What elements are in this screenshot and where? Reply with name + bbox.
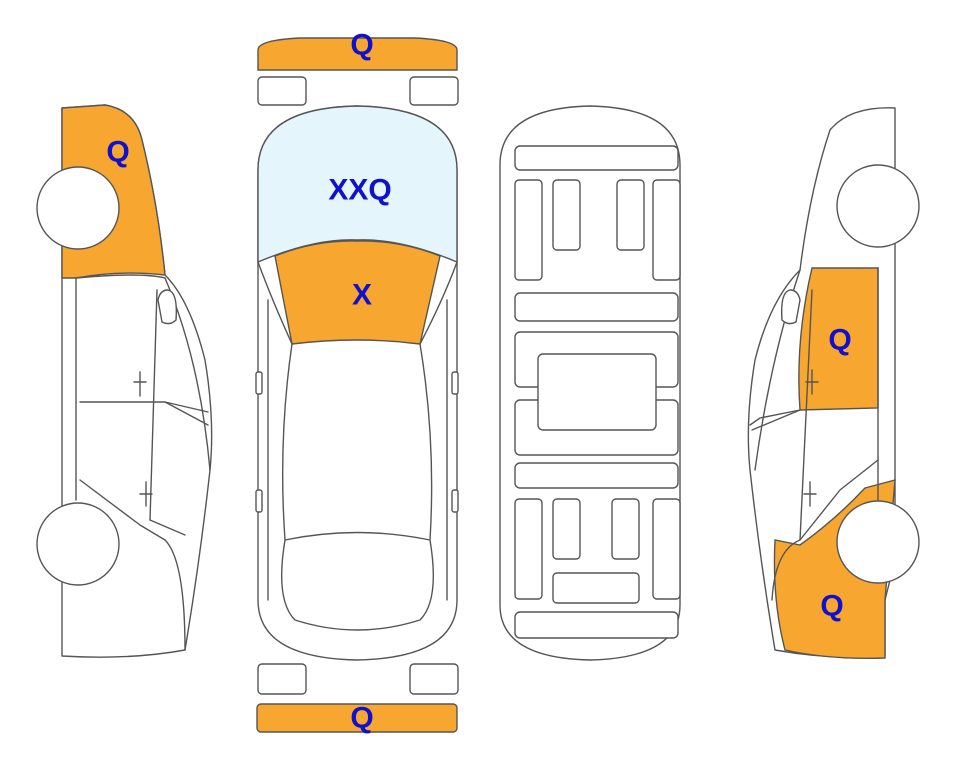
top-view: Q XXQ X Q [255, 29, 459, 735]
rear-bumper-mark: Q [350, 702, 373, 735]
front-bumper[interactable] [257, 37, 458, 71]
front-bumper-mark: Q [350, 29, 373, 62]
hood-mark: X [352, 279, 372, 312]
rear-right-light[interactable] [409, 663, 459, 695]
right-side-view: Q Q [747, 107, 920, 660]
front-right-light[interactable] [409, 76, 459, 106]
hood[interactable] [274, 240, 441, 345]
front-left-light[interactable] [257, 76, 307, 106]
right-front-door-mark: Q [828, 324, 851, 357]
left-front-fender-mark: Q [106, 136, 129, 169]
rear-left-light[interactable] [257, 663, 307, 695]
windshield-mark: XXQ [328, 174, 391, 207]
left-side-view: Q [36, 104, 213, 658]
underside-view [499, 105, 681, 661]
right-rear-quarter-mark: Q [820, 590, 843, 623]
right-front-door[interactable] [798, 267, 879, 411]
windshield[interactable] [257, 105, 458, 264]
rear-bumper[interactable] [256, 703, 458, 733]
